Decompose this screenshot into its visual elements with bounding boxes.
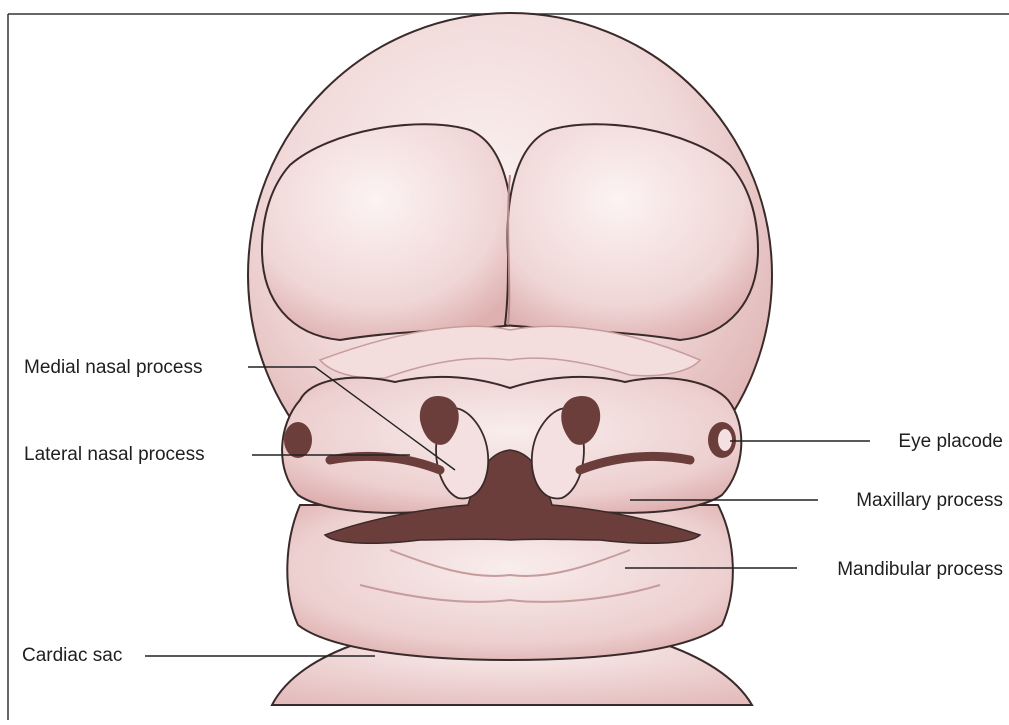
label-cardiac-sac: Cardiac sac [22, 645, 122, 667]
right-brain-lobe-shape [505, 124, 758, 340]
left-brain-lobe-shape [262, 124, 515, 340]
right-eye-placode-center [718, 429, 732, 451]
label-medial-nasal-process: Medial nasal process [24, 357, 202, 379]
label-lateral-nasal-process: Lateral nasal process [24, 444, 205, 466]
label-maxillary-process: Maxillary process [856, 490, 1003, 512]
label-mandibular-process: Mandibular process [837, 559, 1003, 581]
label-eye-placode: Eye placode [898, 431, 1003, 453]
left-eye-placode [284, 422, 312, 458]
